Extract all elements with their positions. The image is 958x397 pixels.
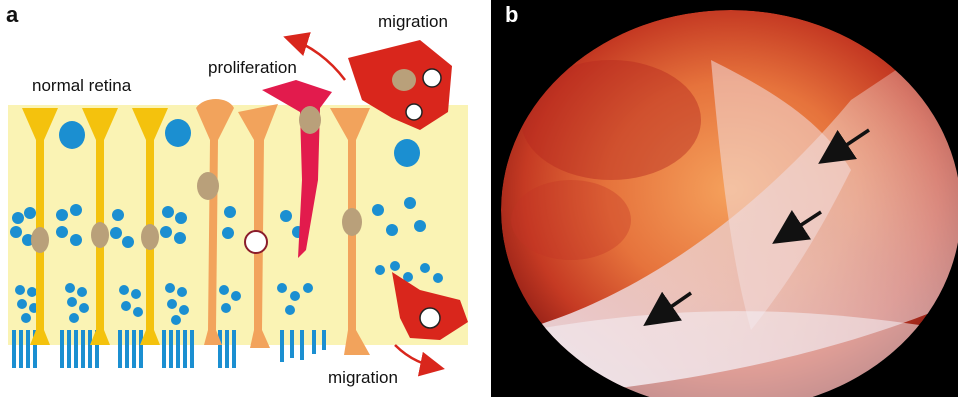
normal-retina-label: normal retina bbox=[32, 76, 131, 96]
panel-a-letter: a bbox=[6, 2, 18, 28]
migration-top-label: migration bbox=[378, 12, 448, 32]
panel-b-letter: b bbox=[505, 2, 518, 28]
schematic-panel: a normal retina proliferation migration … bbox=[0, 0, 488, 397]
migration-bottom-label: migration bbox=[328, 368, 398, 388]
fundus-photo-panel: b bbox=[491, 0, 958, 397]
fundus-photo bbox=[491, 0, 958, 397]
proliferation-label: proliferation bbox=[208, 58, 297, 78]
migration-arrow-bottom bbox=[395, 345, 440, 368]
